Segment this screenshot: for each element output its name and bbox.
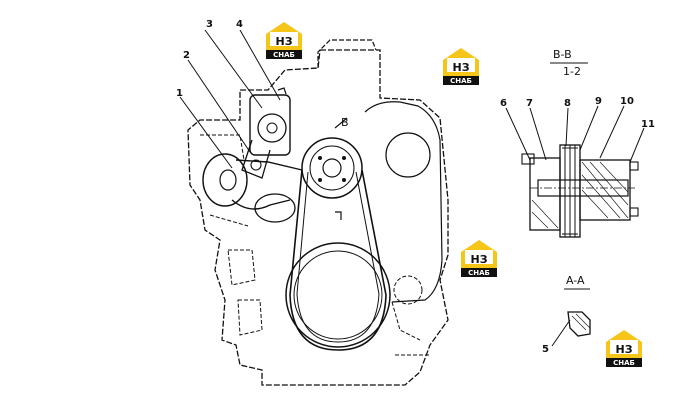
leader-5 [551,319,571,347]
section-b-arrow [334,117,348,129]
section-b-b: B-B 1-2 [521,48,639,238]
watermark-logo-1: НЗ СНАБ [266,22,302,59]
section-b-marker: B [341,116,349,129]
bb-hub [579,159,631,221]
svg-text:СНАБ: СНАБ [613,359,635,367]
timing-cover [364,101,443,303]
drive-belt [289,169,387,351]
bracket-outline [200,134,245,161]
intake-cover [317,39,377,68]
callout-11: 11 [641,119,655,130]
leader-10 [599,105,625,159]
watermark-logo-3: НЗ СНАБ [461,240,497,277]
leader-6 [505,107,531,161]
crankshaft-pulley [285,242,391,348]
fan-pulley-hub [309,145,355,191]
callout-6: 6 [500,98,507,109]
drive-belt-inner [296,171,380,343]
section-aa-title: A-A [566,274,585,287]
leader-7 [529,107,547,161]
timing-cover-boss [385,132,431,178]
svg-text:НЗ: НЗ [615,343,632,356]
svg-text:СНАБ: СНАБ [273,51,295,59]
svg-text:НЗ: НЗ [452,61,469,74]
svg-text:СНАБ: СНАБ [450,77,472,85]
callout-2: 2 [183,50,190,61]
section-a-a: A-A [551,274,591,347]
watermark-logo-2: НЗ СНАБ [443,48,479,85]
callout-3: 3 [206,19,213,30]
callout-8: 8 [564,98,571,109]
bb-hatching [531,161,629,229]
leader-1 [179,96,233,169]
alternator [202,153,248,207]
block-ribs [209,214,263,336]
bb-belt-grooves [562,145,578,237]
leader-2 [187,59,251,153]
callout-10: 10 [620,96,634,107]
bb-bolt-head [521,153,535,165]
svg-text:НЗ: НЗ [470,253,487,266]
crankshaft-pulley-inner [293,250,383,340]
tensioner-pulley [257,113,287,143]
main-leaders [179,29,281,169]
tensioner-bolt [250,159,262,171]
callout-9: 9 [595,96,602,107]
idler-pulley [254,193,296,223]
callout-7: 7 [526,98,533,109]
alternator-pulley [219,169,237,191]
tensioner-hub [266,122,278,134]
leader-8 [565,107,569,147]
tensioner-arm [241,139,271,179]
leader-4 [239,29,281,101]
section-a-arrow [335,211,342,220]
bb-leaders [505,105,645,163]
watermark-logo-4: НЗ СНАБ [606,330,642,367]
alternator-belt [231,159,303,210]
leader-3 [204,29,263,109]
bb-pulley-body [529,157,561,231]
cover-bolt-boss [393,275,423,305]
svg-text:СНАБ: СНАБ [468,269,490,277]
aa-hatching [571,313,591,331]
engine-block-outline [187,49,449,386]
oil-pan-edge [391,301,430,356]
section-bb-title: B-B [553,48,572,61]
bb-nut-top [629,161,639,171]
aa-part-detail [567,311,591,337]
leader-11 [629,127,645,163]
callout-1: 1 [176,88,183,99]
leader-9 [579,105,599,151]
section-a-top-arrow [277,87,287,95]
callout-5: 5 [542,344,549,355]
fan-pulley-center [322,158,342,178]
bb-nut-bottom [629,207,639,217]
svg-text:НЗ: НЗ [275,35,292,48]
engine-front-view: B [187,39,449,386]
belt-tensioner [249,94,291,156]
fan-pulley [301,137,363,199]
section-bb-scale: 1-2 [563,65,581,78]
callout-4: 4 [236,19,243,30]
